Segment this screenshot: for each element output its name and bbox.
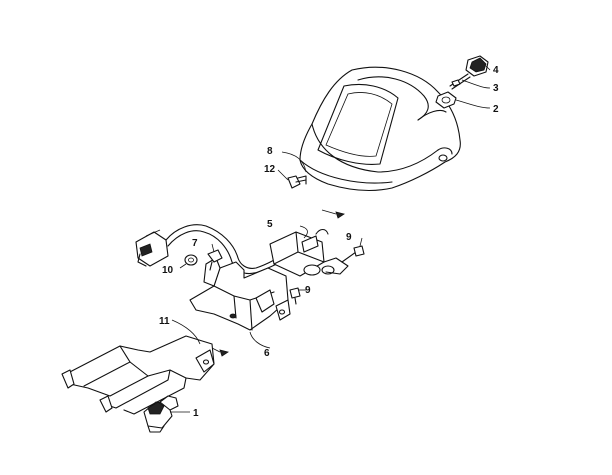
callout-9a: 9	[346, 232, 352, 243]
callout-1: 1	[193, 408, 199, 419]
callout-4: 4	[493, 65, 499, 76]
screw-9-lower	[289, 287, 301, 305]
wiring-harness	[135, 224, 349, 277]
clip-7	[207, 249, 223, 271]
direction-arrow-2	[219, 349, 229, 357]
direction-arrow-1	[335, 211, 345, 219]
callout-10: 10	[162, 265, 174, 276]
callout-9b: 9	[305, 285, 311, 296]
callout-6: 6	[264, 348, 270, 359]
support-bracket	[61, 335, 215, 415]
callout-labels: 1 2 3 4 5 6 7 8 9 9 10 11 12	[159, 65, 499, 419]
leader-lines	[170, 65, 491, 413]
callout-3: 3	[493, 83, 499, 94]
housing-screw	[287, 175, 307, 189]
ignition-key	[449, 73, 471, 90]
switch-1	[143, 395, 179, 433]
callout-12: 12	[264, 164, 276, 175]
main-bracket	[189, 257, 291, 331]
screw-9-right	[341, 245, 365, 263]
callout-5: 5	[267, 219, 273, 230]
ignition-nut	[435, 91, 457, 109]
nut-10	[184, 254, 198, 266]
callout-8: 8	[267, 146, 273, 157]
key-cap	[465, 55, 489, 77]
callout-2: 2	[493, 104, 499, 115]
gauge-housing	[299, 66, 461, 192]
callout-7: 7	[192, 238, 198, 249]
callout-11: 11	[159, 316, 170, 327]
